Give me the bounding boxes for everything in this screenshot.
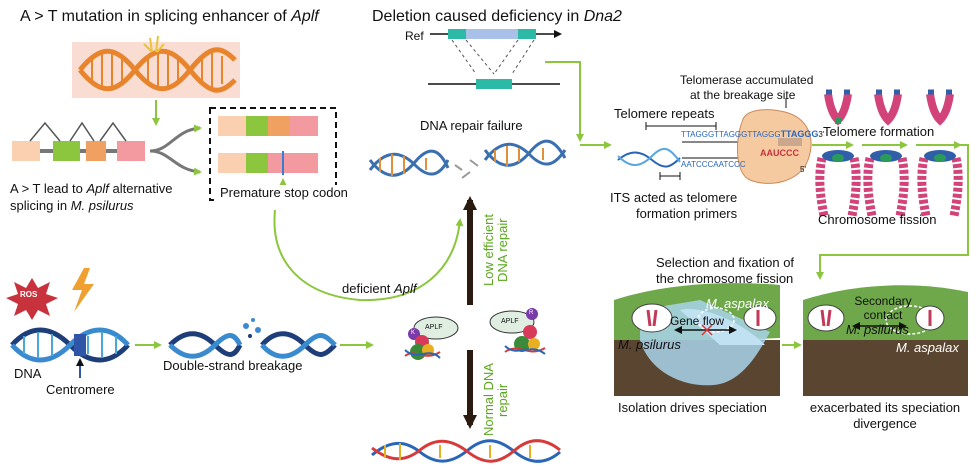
isolation-label: Isolation drives speciation bbox=[618, 400, 767, 415]
alt-splicing-label-line2: splicing in M. psilurus bbox=[10, 198, 134, 213]
selection-label-line2: the chromosome fission bbox=[656, 271, 794, 286]
mutation-dna-panel bbox=[72, 35, 240, 126]
transcripts-box bbox=[209, 107, 337, 201]
gene-flow-label: Gene flow bbox=[670, 314, 725, 328]
aplf-complex-right bbox=[489, 308, 546, 355]
exon-structure bbox=[12, 121, 202, 176]
telomere-formation-label: Telomere formation bbox=[823, 124, 935, 139]
dsb-label: Double-strand breakage bbox=[163, 358, 303, 373]
seq-bottom: AATCCCAATCCC bbox=[681, 160, 746, 169]
aplf-right-label: APLF bbox=[501, 318, 519, 325]
species-psilurus-2: M. psilurus bbox=[846, 322, 909, 337]
aplf-complex-left bbox=[404, 316, 459, 360]
alt-splicing-label-line1: A > T lead to Aplf alternative bbox=[10, 181, 173, 196]
telomerase-label-line2: at the breakage site bbox=[690, 88, 796, 102]
ref-label: Ref bbox=[405, 29, 424, 43]
telomere-formation-icons bbox=[824, 89, 954, 126]
seq-template: AAUCCC bbox=[760, 148, 799, 158]
dna-centromere-icon bbox=[10, 327, 130, 378]
dna2-deletion-panel bbox=[428, 29, 584, 142]
telomerase-label-line1: Telomerase accumulated bbox=[680, 73, 814, 87]
double-strand-break-icon bbox=[168, 318, 337, 359]
exacerbated-label-line2: divergence bbox=[853, 416, 917, 431]
secondary-contact-landscape bbox=[803, 285, 968, 396]
aplf-left-label: APLF bbox=[425, 324, 443, 331]
prime5-label: 5' bbox=[800, 165, 806, 174]
chromosome-fission-label: Chromosome fission bbox=[818, 212, 937, 227]
its-label-line2: formation primers bbox=[636, 206, 738, 221]
ros-label: ROS bbox=[20, 290, 38, 299]
species-aspalax-2: M. aspalax bbox=[896, 340, 959, 355]
mutation-title: A > T mutation in splicing enhancer of A… bbox=[20, 8, 319, 25]
selection-label-line1: Selection and fixation of bbox=[656, 255, 795, 270]
telomerase-panel bbox=[617, 98, 812, 184]
its-label-line1: ITS acted as telomere bbox=[610, 190, 738, 205]
repaired-dna-icon bbox=[371, 439, 561, 463]
broken-dna-icon bbox=[368, 139, 612, 179]
dna-label: DNA bbox=[14, 366, 42, 381]
telomere-flow-arrows bbox=[812, 141, 969, 280]
chromosome-fission-icons bbox=[815, 150, 963, 217]
dna2-title: Deletion caused deficiency in Dna2 bbox=[372, 8, 622, 25]
exacerbated-label-line1: exacerbated its speciation bbox=[809, 400, 961, 415]
centromere-label: Centromere bbox=[46, 382, 115, 397]
k-label: K bbox=[411, 330, 416, 336]
isolation-landscape bbox=[614, 283, 780, 396]
seq-top: TTAGGGTTAGGGTTAGGGTTAGGG3' bbox=[681, 129, 825, 139]
ros-burst-icon bbox=[6, 278, 58, 320]
species-aspalax-1: M. aspalax bbox=[706, 296, 769, 311]
r-label: R bbox=[529, 310, 534, 316]
mutation-spark-icon bbox=[143, 35, 165, 53]
deficient-aplf-arrow bbox=[273, 209, 464, 302]
species-psilurus-1: M. psilurus bbox=[618, 337, 681, 352]
stop-codon-label: Premature stop codon bbox=[218, 185, 350, 201]
lightning-icon bbox=[72, 268, 94, 312]
dna-repair-failure-label: DNA repair failure bbox=[420, 118, 523, 133]
telomere-repeats-label: Telomere repeats bbox=[614, 106, 715, 121]
deficient-aplf-label: deficient Aplf bbox=[342, 281, 417, 296]
